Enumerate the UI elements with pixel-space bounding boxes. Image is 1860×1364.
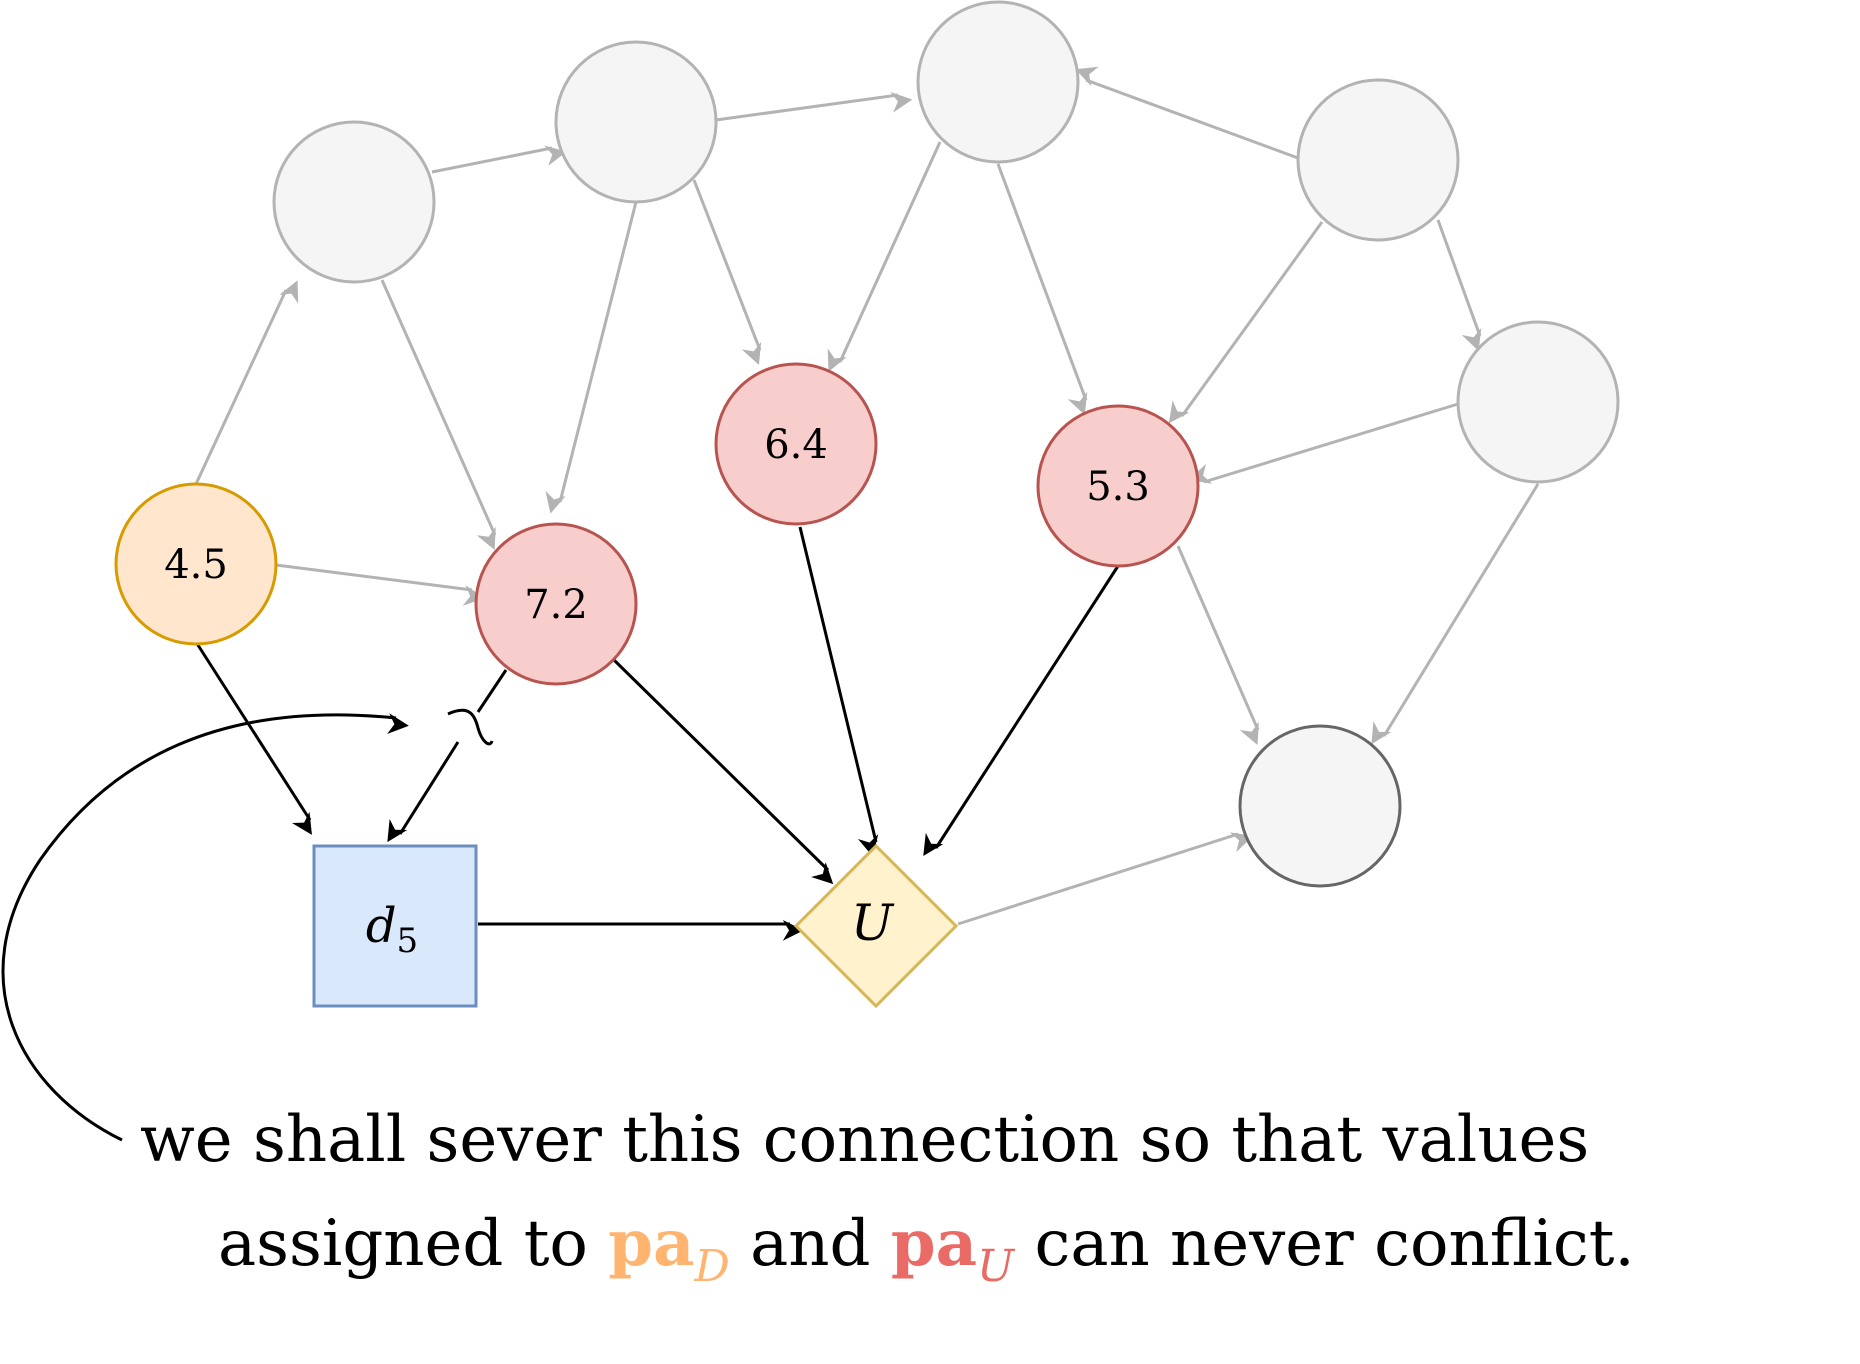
edge-gray [692,179,762,365]
chance-node-gray [554,40,718,204]
edge-gray [996,163,1088,415]
edge-gray [1075,66,1299,160]
caption-line-2: assigned to paD and paU can never confli… [218,1212,1635,1289]
edge-64-to-U [798,526,879,857]
node-label-4-5: 4.5 [164,542,228,588]
decision-node-d5 [312,844,478,1008]
pa-d-subscript: D [694,1241,730,1292]
pa-u-term: paU [890,1206,1014,1289]
tilde-cut-icon [447,711,493,744]
edge-72-to-d5-lower [387,741,460,843]
chance-node-gray [272,120,436,284]
edge-gray [194,280,299,485]
edge-gray [827,141,942,372]
pa-u-subscript: U [977,1241,1015,1292]
edge-gray [545,201,638,514]
node-label-7-2: 7.2 [524,582,588,628]
edge-45-to-d5 [194,641,312,835]
caption-suffix: can never conflict. [1034,1207,1635,1281]
chance-node-dark [1238,724,1402,888]
caption-prefix: assigned to [218,1207,588,1281]
edge-gray [431,145,567,174]
chance-node-7-2 [474,522,638,686]
chance-node-5-3 [1036,404,1200,568]
edge-gray [1371,483,1540,745]
edge-gray [1168,221,1324,424]
node-label-5-3: 5.3 [1086,464,1150,510]
chance-node-gray [1296,78,1460,242]
edge-72-to-U [612,658,834,885]
edge-gray [1176,545,1260,746]
sever-mark [447,708,494,746]
caption-and: and [750,1207,871,1281]
pa-d-text: pa [608,1206,695,1281]
decision-subscript: 5 [397,921,419,961]
utility-node-U [793,843,959,1009]
decision-letter: d [366,898,397,954]
utility-label: U [851,894,895,952]
edge-gray [1436,219,1482,351]
edge-gray [380,279,497,551]
chance-node-6-4 [714,362,878,526]
edge-53-to-U [923,565,1120,856]
pa-u-text: pa [890,1206,978,1281]
caption-line-1: we shall sever this connection so that v… [140,1103,1590,1177]
chance-node-gray [916,0,1080,164]
edge-72-to-d5-upper [476,669,508,713]
decision-label: d5 [366,898,418,961]
edge-gray [275,563,485,606]
edge-gray [715,92,913,122]
pa-d-term: paD [608,1206,730,1289]
annotation-curve-arrow [1,713,409,1142]
edge-gray [957,832,1253,926]
node-label-6-4: 6.4 [764,422,828,468]
edge-gray [1189,402,1459,484]
chance-node-gray [1456,320,1620,484]
chance-node-4-5 [114,482,278,646]
